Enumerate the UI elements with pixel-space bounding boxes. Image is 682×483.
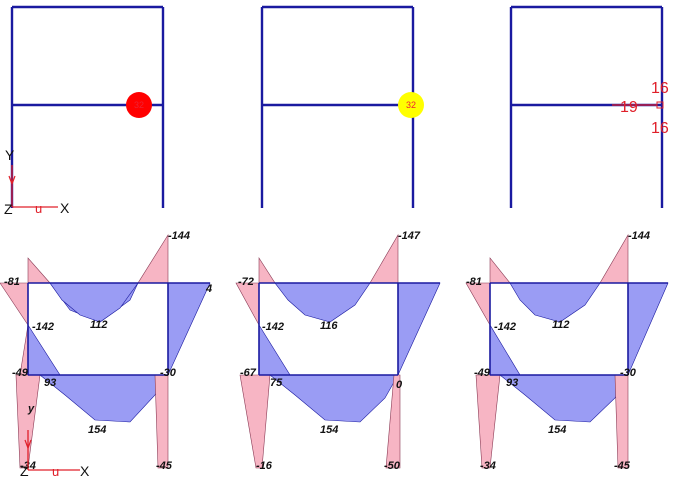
moment-label: -67: [240, 367, 257, 379]
moment-fill-pos-col: [167, 282, 211, 376]
axis-u-label: u: [35, 201, 42, 216]
moment-label: 93: [506, 377, 518, 389]
axis-x-label: X: [80, 463, 90, 479]
moment-fill-neg: [489, 257, 511, 284]
moment-fill-pos-col: [627, 282, 669, 376]
moment-label: -30: [620, 367, 637, 379]
axis-y-label: Y: [5, 147, 15, 163]
moment-fill-neg: [235, 282, 260, 326]
moment-fill-pos-col: [397, 282, 441, 376]
moment-diagram-3: -81 -144 112 -142 -49 93 -30 154 -34 -45: [465, 230, 669, 472]
moment-fill-pos-beam: [499, 374, 629, 423]
moment-label: 116: [320, 320, 338, 332]
axis-u-label: u: [52, 464, 59, 479]
moment-fill-neg-col: [239, 374, 271, 469]
joint-marker-label: 32: [406, 100, 416, 110]
moment-label: -142: [262, 321, 284, 333]
moment-diagram-1: -81 -144 4 112 -142 -49 93 -30 154 -34 -…: [0, 230, 212, 472]
reaction-bottom-value: 16: [651, 120, 669, 137]
moment-label: 112: [552, 319, 570, 331]
moment-fill-neg: [369, 233, 399, 284]
moment-label: 93: [44, 377, 56, 389]
axis-x-label: X: [60, 200, 70, 216]
joint-marker-label: 32: [134, 100, 144, 110]
top-frame-3: 16 19 16: [509, 5, 669, 208]
axis-indicator-bottom: Z u X: [20, 430, 90, 479]
moment-label: -144: [168, 230, 190, 242]
moment-fill-pos-beam: [274, 282, 371, 323]
moment-fill-neg: [27, 257, 51, 284]
axis-v-arrow: [8, 175, 16, 186]
moment-label: 154: [548, 424, 566, 436]
reaction-top-value: 16: [651, 80, 669, 97]
moment-fill-pos-beam: [269, 374, 399, 423]
axis-v-arrow: [24, 439, 32, 450]
moment-label: -72: [238, 276, 254, 288]
moment-fill-neg-col: [475, 374, 501, 469]
moment-fill-pos-beam: [509, 282, 601, 323]
moment-fill-neg-col: [154, 374, 169, 469]
moment-label: -30: [160, 367, 177, 379]
axis-indicator-top: Y Z u X: [4, 147, 70, 217]
moment-fill-neg: [137, 233, 169, 284]
moment-fill-neg: [0, 282, 29, 326]
moment-label: -16: [256, 460, 273, 472]
axis-z-label: Z: [4, 201, 13, 217]
moment-fill-neg-col: [614, 374, 629, 469]
reaction-left-value: 19: [620, 99, 638, 116]
moment-label: -45: [156, 460, 173, 472]
moment-label: 4: [205, 283, 212, 295]
top-frame-2: 32: [260, 5, 424, 208]
joint-marker[interactable]: [126, 92, 152, 118]
moment-fill-pos-beam: [39, 374, 169, 423]
moment-label: 154: [88, 424, 106, 436]
moment-label: -147: [398, 230, 421, 242]
moment-label: -81: [4, 276, 20, 288]
joint-marker[interactable]: [398, 92, 424, 118]
moment-label: -34: [480, 460, 496, 472]
moment-label: 154: [320, 424, 338, 436]
moment-label: -49: [474, 367, 491, 379]
moment-diagram-2: -72 -147 116 -142 -67 75 0 154 -16 -50: [235, 230, 441, 472]
moment-label: -50: [384, 460, 401, 472]
moment-label: 75: [270, 377, 283, 389]
moment-label: -142: [32, 321, 54, 333]
moment-label: -142: [494, 321, 516, 333]
top-frame-1: 32: [10, 5, 165, 208]
moment-label: -49: [12, 367, 29, 379]
moment-label: 112: [90, 319, 108, 331]
moment-label: 0: [396, 379, 403, 391]
axis-z-label: Z: [20, 463, 29, 479]
moment-label: -45: [614, 460, 631, 472]
moment-fill-neg: [599, 233, 629, 284]
moment-label: -144: [628, 230, 650, 242]
moment-label: -81: [466, 276, 482, 288]
moment-fill-neg: [258, 256, 276, 284]
moment-label: y: [27, 403, 35, 415]
moment-fill-neg: [465, 282, 491, 327]
